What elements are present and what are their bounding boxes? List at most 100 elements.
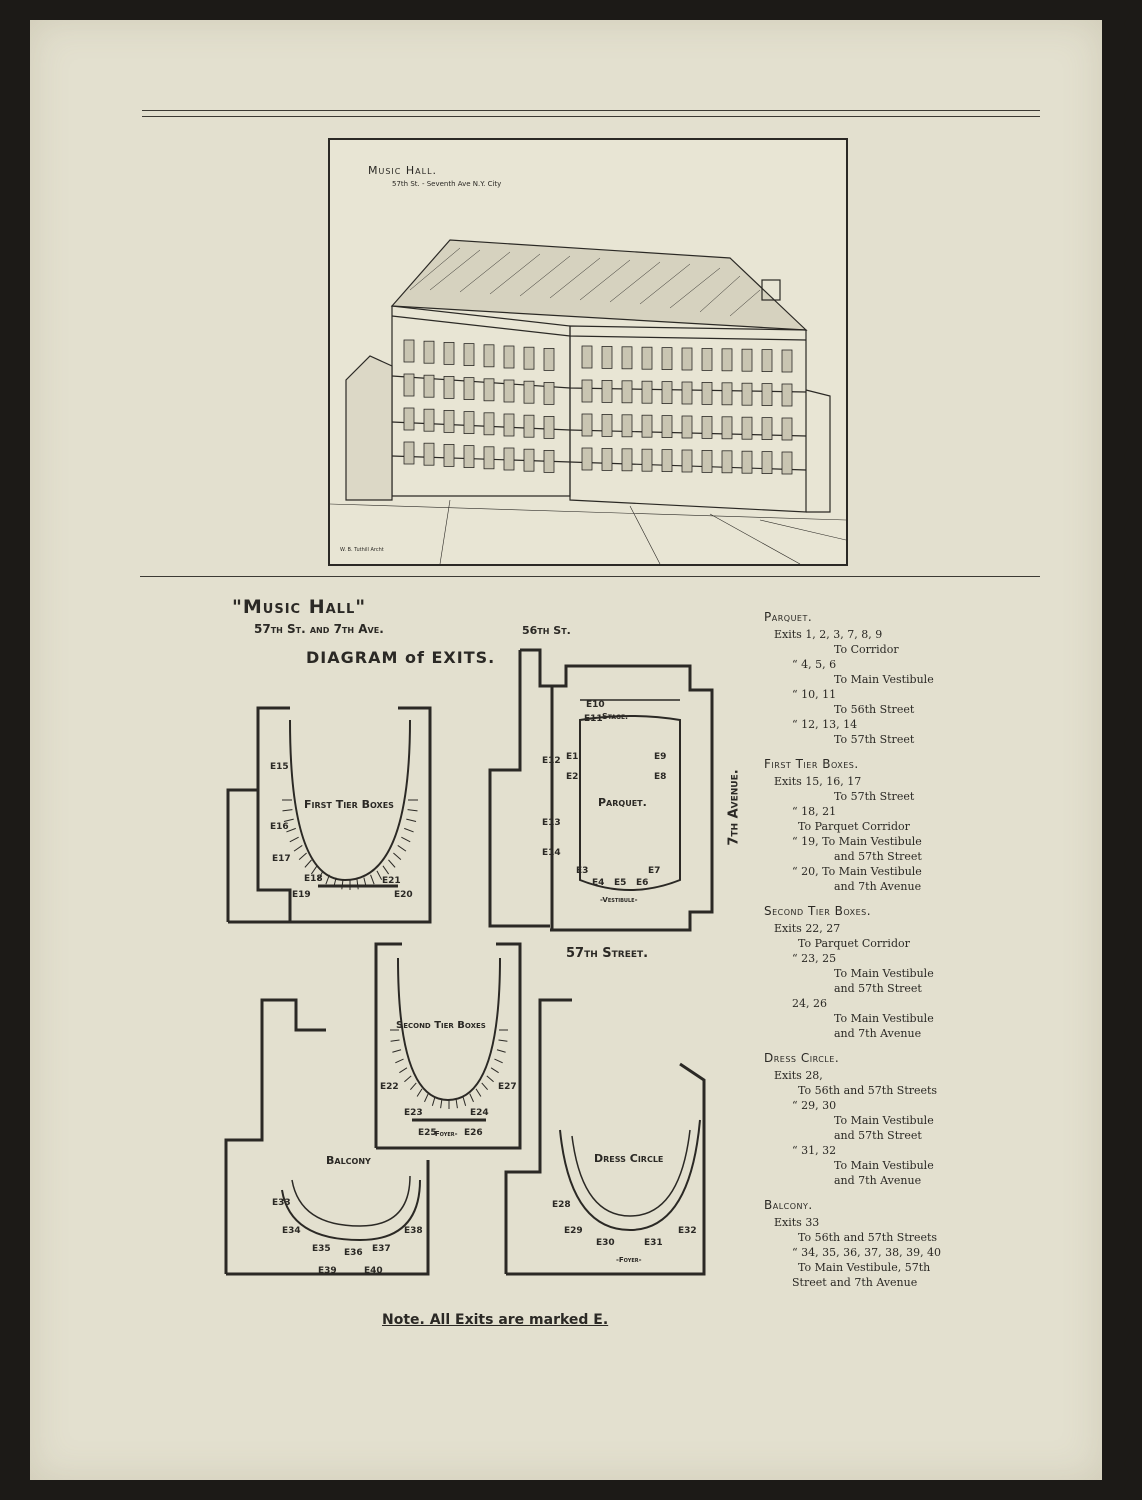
exit-marker: E4 [592, 878, 605, 888]
engraving-credit: W. B. Tuthill Archt [340, 547, 384, 553]
exit-marker: E35 [312, 1244, 331, 1254]
torn-page-edge [1122, 0, 1142, 1500]
legend-line: and 57th Street [834, 982, 922, 995]
legend-line: Exits 33 [774, 1216, 820, 1229]
legend-line: and 7th Avenue [834, 880, 922, 893]
exit-legend: Parquet. Exits 1, 2, 3, 7, 8, 9 To Corrido… [764, 610, 964, 1300]
exit-marker: E6 [636, 878, 649, 888]
exit-marker: E30 [596, 1238, 615, 1248]
legend-line: and 57th Street [834, 850, 922, 863]
exit-marker: E36 [344, 1248, 363, 1258]
label-foyer-dress-circle: -Foyer- [616, 1256, 642, 1264]
exit-marker: E39 [318, 1266, 337, 1276]
exit-marker: E26 [464, 1128, 483, 1138]
exit-marker: E19 [292, 890, 311, 900]
legend-line: Exits 15, 16, 17 [774, 775, 862, 788]
legend-line: Exits 1, 2, 3, 7, 8, 9 [774, 628, 883, 641]
middle-rule [140, 576, 1040, 577]
legend-section-title: Dress Circle. [764, 1051, 840, 1065]
legend-line: Street and 7th Avenue [792, 1276, 918, 1289]
exit-marker: E10 [586, 700, 605, 710]
legend-section-title: Balcony. [764, 1198, 813, 1212]
exit-marker: E24 [470, 1108, 489, 1118]
diagram-heading: DIAGRAM of EXITS. [306, 648, 496, 667]
exit-marker: E38 [404, 1226, 423, 1236]
label-dress-circle: Dress Circle [594, 1152, 664, 1165]
legend-line: “ 34, 35, 36, 37, 38, 39, 40 [792, 1246, 942, 1259]
exit-marker: E34 [282, 1226, 301, 1236]
legend-section-title: Parquet. [764, 610, 813, 624]
building-illustration [330, 239, 846, 564]
engraving-subtitle: 57th St. - Seventh Ave N.Y. City [392, 180, 502, 188]
exit-marker: E1 [566, 752, 579, 762]
street-57th: 57th Street. [566, 946, 649, 961]
legend-line: To Main Vestibule [834, 1012, 934, 1025]
exit-marker: E12 [542, 756, 561, 766]
exit-marker: E40 [364, 1266, 383, 1276]
exit-marker: E3 [576, 866, 589, 876]
exit-marker: E32 [678, 1226, 697, 1236]
legend-line: To Parquet Corridor [798, 820, 910, 833]
legend-line: “ 31, 32 [792, 1144, 837, 1157]
street-7th-avenue: 7th Avenue. [726, 769, 742, 846]
exit-marker: E21 [382, 876, 401, 886]
legend-section-title: Second Tier Boxes. [764, 904, 872, 918]
legend-section: Dress Circle. Exits 28, To 56th and 57th S… [764, 1051, 964, 1188]
legend-line: To Main Vestibule, 57th [798, 1261, 931, 1274]
exit-marker: E20 [394, 890, 413, 900]
label-parquet: Parquet. [598, 796, 647, 809]
legend-line: To 56th and 57th Streets [798, 1231, 938, 1244]
legend-line: and 7th Avenue [834, 1027, 922, 1040]
legend-section: First Tier Boxes. Exits 15, 16, 17 To 57th… [764, 757, 964, 894]
legend-line: “ 4, 5, 6 [792, 658, 837, 671]
exit-marker: E33 [272, 1198, 291, 1208]
exit-marker: E8 [654, 772, 667, 782]
exit-marker: E13 [542, 818, 561, 828]
exit-marker: E2 [566, 772, 579, 782]
legend-line: To 56th Street [834, 703, 915, 716]
exit-marker: E15 [270, 762, 289, 772]
exit-marker: E27 [498, 1082, 517, 1092]
legend-line: To Main Vestibule [834, 673, 934, 686]
legend-line: To Main Vestibule [834, 1114, 934, 1127]
legend-line: and 57th Street [834, 1129, 922, 1142]
legend-line: To 57th Street [834, 790, 915, 803]
legend-line: “ 19, To Main Vestibule [792, 835, 922, 848]
exit-marker: E18 [304, 874, 323, 884]
legend-line: To Main Vestibule [834, 1159, 934, 1172]
legend-section-title: First Tier Boxes. [764, 757, 859, 771]
label-stage: Stage. [602, 712, 629, 721]
legend-line: “ 12, 13, 14 [792, 718, 858, 731]
top-rule [142, 110, 1040, 111]
legend-line: To Main Vestibule [834, 967, 934, 980]
legend-line: To 56th and 57th Streets [798, 1084, 938, 1097]
legend-line: “ 29, 30 [792, 1099, 837, 1112]
label-foyer-second-tier: -Foyer- [432, 1130, 458, 1138]
exit-marker: E9 [654, 752, 667, 762]
label-first-tier-boxes: First Tier Boxes [304, 798, 394, 811]
label-balcony: Balcony [326, 1154, 371, 1167]
engraving-title: Music Hall. [368, 164, 438, 177]
legend-line: “ 10, 11 [792, 688, 837, 701]
legend-section: Balcony. Exits 33 To 56th and 57th Streets… [764, 1198, 964, 1290]
exit-marker: E37 [372, 1244, 391, 1254]
legend-line: To Corridor [834, 643, 899, 656]
top-rule-second [142, 116, 1040, 117]
legend-line: Exits 28, [774, 1069, 823, 1082]
exit-marker: E31 [644, 1238, 663, 1248]
diagram-title: "Music Hall" [232, 596, 367, 618]
legend-line: “ 20, To Main Vestibule [792, 865, 922, 878]
label-vestibule: -Vestibule- [600, 896, 638, 904]
legend-line: “ 18, 21 [792, 805, 837, 818]
legend-line: To Parquet Corridor [798, 937, 910, 950]
label-second-tier-boxes: Second Tier Boxes [396, 1020, 486, 1031]
exits-note: Note. All Exits are marked E. [382, 1312, 609, 1328]
diagram-subtitle: 57th St. and 7th Ave. [254, 622, 384, 636]
legend-line: 24, 26 [792, 997, 827, 1010]
exit-marker: E23 [404, 1108, 423, 1118]
exit-marker: E7 [648, 866, 661, 876]
exit-marker: E22 [380, 1082, 399, 1092]
exit-marker: E28 [552, 1200, 571, 1210]
